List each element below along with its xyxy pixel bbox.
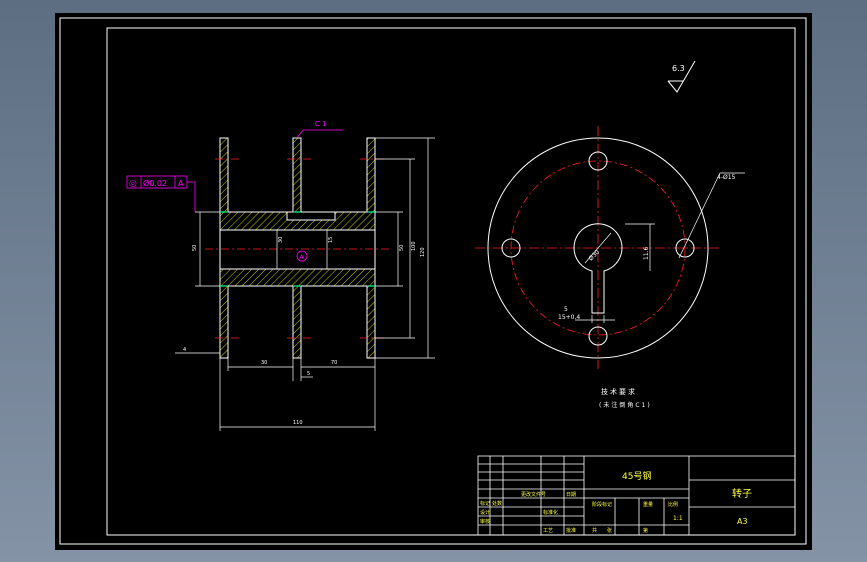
sheet-border-inner bbox=[106, 27, 796, 536]
notes-title: 技术要求 bbox=[601, 387, 637, 396]
dim-shaft-dia: Ø30 bbox=[587, 249, 601, 263]
dim-bottom-5: 5 bbox=[307, 371, 310, 377]
bolt-hole-top bbox=[588, 151, 608, 171]
chamfer-callout: C 1 bbox=[296, 120, 343, 139]
flange-left-lower bbox=[219, 285, 229, 359]
tb-page: 第 bbox=[643, 527, 648, 534]
cad-viewport[interactable]: 6.3 bbox=[55, 13, 812, 550]
technical-notes: 技术要求 (未注倒角C1) bbox=[599, 387, 652, 409]
hub-hatch-lower bbox=[219, 268, 376, 287]
bolt-hole-right bbox=[675, 238, 695, 258]
dim-center-mark2: 15 bbox=[328, 237, 334, 243]
flange-mid-upper bbox=[292, 137, 302, 213]
tb-sheets: 张 bbox=[607, 527, 612, 534]
tb-standardize: 标准化 bbox=[543, 509, 558, 516]
dim-holes: 4-Ø15 bbox=[717, 174, 736, 181]
bolt-hole-bottom bbox=[588, 326, 608, 346]
shaft-bore-keyway bbox=[573, 223, 623, 314]
tb-total: 共 bbox=[592, 527, 597, 534]
dim-right-outer: 120 bbox=[420, 247, 426, 257]
flange-right-lower bbox=[366, 285, 376, 359]
tb-designer: 设计 bbox=[480, 509, 490, 516]
dim-keyway-tol: 15+0.4 bbox=[558, 314, 580, 321]
dim-right-inner: 50 bbox=[399, 245, 405, 251]
dim-keyway-depth: 11.6 bbox=[643, 246, 650, 260]
dim-center-mark: 30 bbox=[278, 237, 284, 243]
dim-keyway-width: 5 bbox=[564, 306, 568, 313]
tb-doc-no: 更改文件号 bbox=[521, 491, 546, 498]
part-name: 转子 bbox=[732, 487, 752, 500]
tb-review: 审核 bbox=[480, 518, 490, 525]
notes-line: (未注倒角C1) bbox=[599, 401, 652, 409]
keyway-section bbox=[286, 211, 336, 221]
tb-count: 处数 bbox=[492, 500, 502, 507]
tb-stage-mark: 阶段标记 bbox=[592, 501, 612, 508]
scale-ratio: 1:1 bbox=[673, 515, 683, 522]
cad-drawing: 6.3 bbox=[59, 17, 807, 545]
material-label: 45号钢 bbox=[622, 470, 651, 482]
tb-date: 日期 bbox=[566, 492, 576, 498]
chamfer-label: C 1 bbox=[315, 120, 327, 128]
tolerance-frame: ◎ Ø0.02 A bbox=[126, 175, 196, 212]
side-view: Ø30 11.6 5 15+0.4 4-Ø15 bbox=[475, 126, 745, 369]
dim-bottom-30: 30 bbox=[261, 360, 267, 366]
dim-left-4: 4 bbox=[183, 347, 186, 353]
roughness-symbol: 6.3 bbox=[667, 60, 696, 93]
sheet-border-outer bbox=[59, 17, 807, 545]
flange-left-upper bbox=[219, 137, 229, 213]
datum-label: A bbox=[300, 254, 305, 261]
dim-bottom-70: 70 bbox=[331, 360, 337, 366]
tb-process: 工艺 bbox=[543, 528, 553, 534]
sheet-size: A3 bbox=[737, 517, 748, 526]
tolerance-value: Ø0.02 bbox=[143, 178, 167, 188]
dim-left-height: 50 bbox=[192, 245, 198, 251]
flange-right-upper bbox=[366, 137, 376, 213]
flange-mid-lower bbox=[292, 285, 302, 359]
dim-total-width: 110 bbox=[293, 420, 303, 426]
front-section-view: A C 1 ◎ Ø0.02 A 50 30 15 50 100 120 30 7… bbox=[126, 120, 435, 431]
tolerance-datum: A bbox=[178, 179, 184, 188]
tb-scale: 比例 bbox=[668, 501, 678, 508]
title-block bbox=[477, 455, 796, 536]
roughness-value: 6.3 bbox=[672, 64, 685, 73]
dim-right-mid: 100 bbox=[411, 241, 417, 251]
tb-approve: 批准 bbox=[566, 527, 576, 534]
tb-weight: 重量 bbox=[643, 501, 653, 508]
tb-mark: 标记 bbox=[480, 500, 490, 507]
bolt-hole-left bbox=[501, 238, 521, 258]
tolerance-symbol: ◎ bbox=[129, 179, 137, 189]
datum-symbol bbox=[296, 250, 308, 262]
